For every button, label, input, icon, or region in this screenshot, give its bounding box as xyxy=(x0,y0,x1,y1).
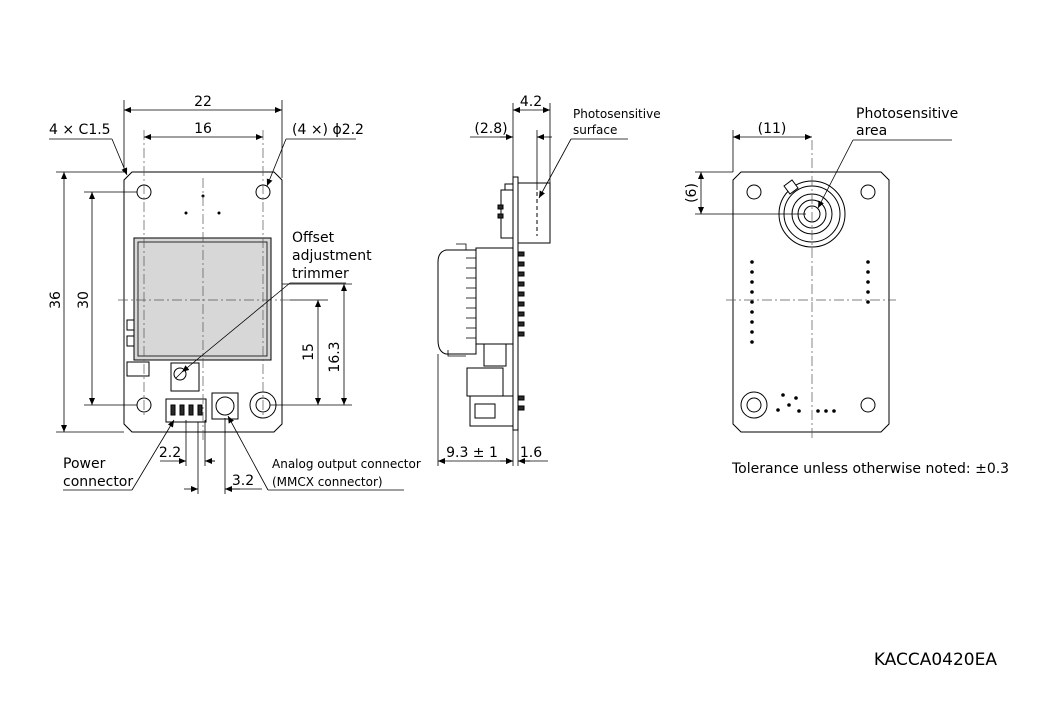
back-board-outline xyxy=(732,171,890,433)
dim-hole-pitch-16: 16 xyxy=(194,121,212,137)
pin-row-left xyxy=(750,260,754,344)
offset-label-line1: Offset xyxy=(292,230,335,246)
dim-6: (6) xyxy=(684,183,700,203)
side-view: 4.2 (2.8) Photosensitive surface 9.3 ± 1… xyxy=(437,94,661,466)
dim-4-2: 4.2 xyxy=(520,94,542,110)
dim-2-2: 2.2 xyxy=(159,445,181,461)
side-board xyxy=(512,176,519,431)
side-pins xyxy=(517,251,525,411)
dim-9-3: 9.3 ± 1 xyxy=(446,445,498,461)
dim-11: (11) xyxy=(758,121,787,137)
power-label-line2: connector xyxy=(63,474,133,490)
drawing-id: KACCA0420EA xyxy=(874,650,998,670)
dim-width-22: 22 xyxy=(194,94,212,110)
dim-3-2: 3.2 xyxy=(232,473,254,489)
photoarea-label-line1: Photosensitive xyxy=(856,106,958,122)
chamfer-label: 4 × C1.5 xyxy=(49,122,111,138)
photosurface-label-line2: surface xyxy=(573,123,617,137)
dim-hole-pitch-30: 30 xyxy=(76,291,92,309)
dim-1-6: 1.6 xyxy=(520,445,542,461)
holes-label: (4 ×) ϕ2.2 xyxy=(292,122,364,138)
side-sensor-head xyxy=(517,182,551,244)
tolerance-note: Tolerance unless otherwise noted: ±0.3 xyxy=(731,461,1009,477)
dim-16-3: 16.3 xyxy=(327,341,343,372)
dim-2-8: (2.8) xyxy=(474,121,507,137)
analog-label-line1: Analog output connector xyxy=(272,457,421,471)
analog-label-line2: (MMCX connector) xyxy=(272,475,383,489)
front-module xyxy=(133,237,272,361)
photoarea-label-line2: area xyxy=(856,123,887,139)
offset-label-line2: adjustment xyxy=(292,248,372,264)
power-label-line1: Power xyxy=(63,456,106,472)
pin-row-right xyxy=(866,260,870,304)
front-board-outline xyxy=(123,171,283,433)
back-view: (11) (6) Photosensitive area xyxy=(684,106,958,440)
dim-height-36: 36 xyxy=(48,291,64,309)
front-view: 22 16 4 × C1.5 (4 ×) ϕ2.2 36 30 15 16.3 … xyxy=(48,94,421,494)
side-module xyxy=(475,247,514,345)
photosurface-label-line1: Photosensitive xyxy=(573,107,661,121)
offset-label-line3: trimmer xyxy=(292,266,349,282)
offset-trimmer xyxy=(170,362,200,392)
dim-15: 15 xyxy=(301,343,317,361)
